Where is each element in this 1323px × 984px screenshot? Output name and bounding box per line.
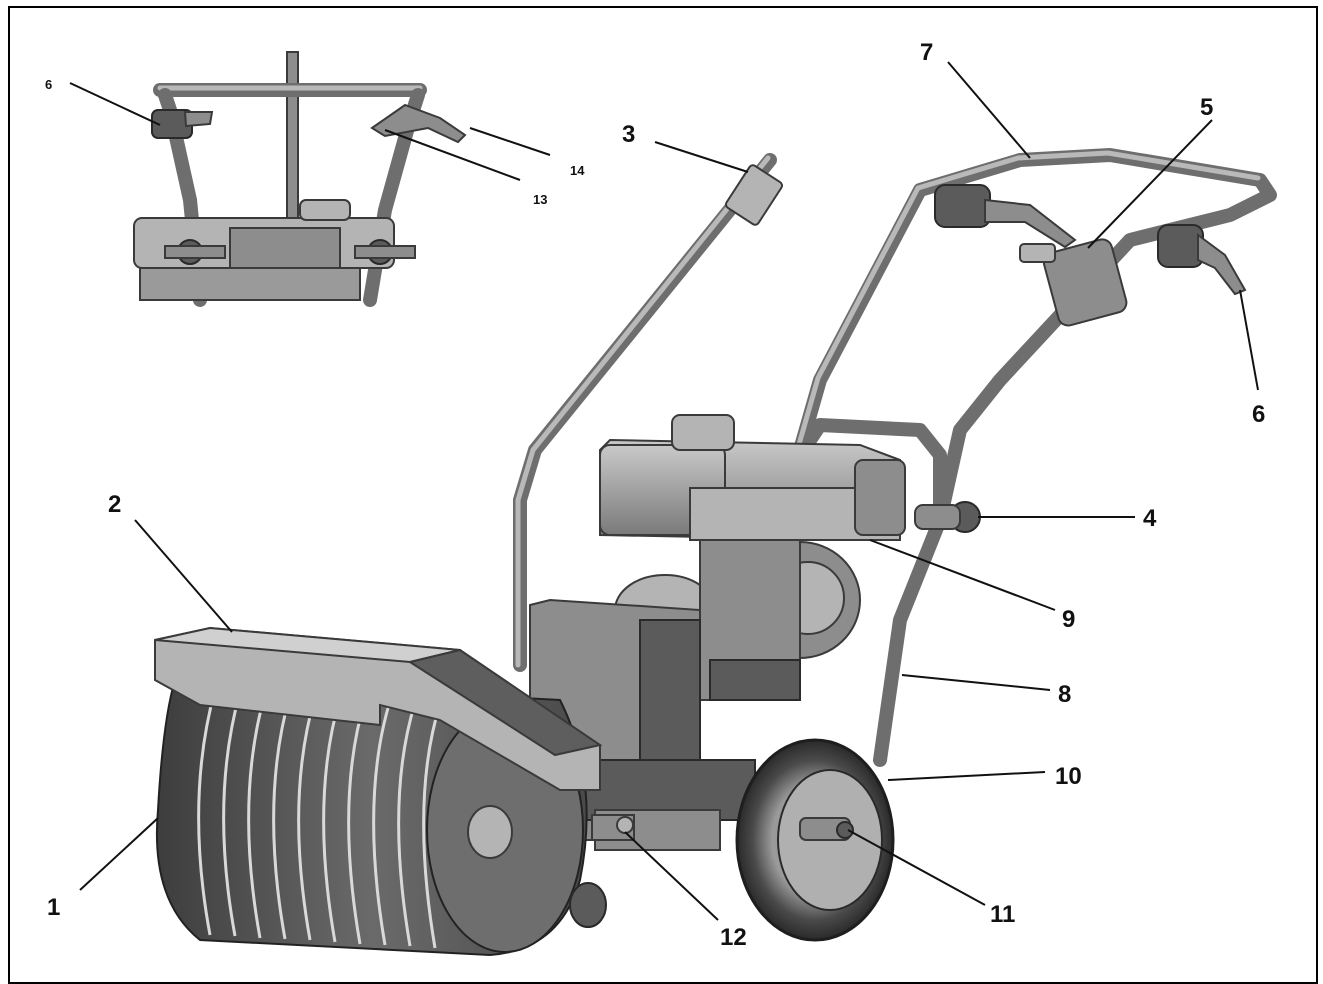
leader-8	[901, 674, 1051, 691]
drive-wheel	[735, 738, 895, 942]
label-1: 1	[47, 894, 60, 921]
label-10: 10	[1055, 763, 1082, 790]
fuel-cap	[671, 414, 735, 451]
leader-6	[1239, 289, 1259, 391]
leader-12	[624, 831, 719, 921]
inset-handle-detail	[133, 51, 467, 307]
leader-inset-6	[69, 82, 161, 126]
sweeper-brush	[155, 678, 588, 957]
brush-cover	[154, 626, 603, 791]
leader-7	[947, 61, 1031, 159]
leader-5	[1087, 119, 1213, 249]
label-7: 7	[920, 39, 933, 66]
label-3: 3	[622, 121, 635, 148]
leader-inset-13	[384, 129, 521, 181]
label-8: 8	[1058, 681, 1071, 708]
label-5: 5	[1200, 94, 1213, 121]
right-control-lever	[1157, 224, 1247, 296]
leader-11	[847, 829, 986, 906]
leader-1	[79, 817, 159, 891]
label-inset-6: 6	[45, 77, 52, 92]
leader-inset-14	[469, 127, 551, 156]
front-caster	[569, 814, 635, 928]
label-4: 4	[1143, 505, 1157, 532]
label-11: 11	[990, 901, 1015, 928]
adjustment-handle	[513, 153, 784, 672]
label-inset-14: 14	[570, 163, 585, 178]
label-6: 6	[1252, 401, 1265, 428]
inset-center-rod	[286, 51, 299, 223]
leader-3	[654, 141, 749, 173]
engine-bracket-loop	[803, 418, 947, 527]
inset-right-lever	[370, 103, 467, 144]
label-9: 9	[1062, 606, 1075, 633]
leader-10	[887, 771, 1046, 781]
label-inset-13: 13	[533, 192, 547, 207]
leader-2	[134, 519, 233, 633]
brush-hub	[467, 805, 513, 859]
label-12: 12	[720, 924, 747, 951]
leader-9	[869, 539, 1056, 611]
left-control-lever	[934, 184, 1077, 249]
control-box	[1042, 238, 1128, 327]
label-2: 2	[108, 491, 121, 518]
